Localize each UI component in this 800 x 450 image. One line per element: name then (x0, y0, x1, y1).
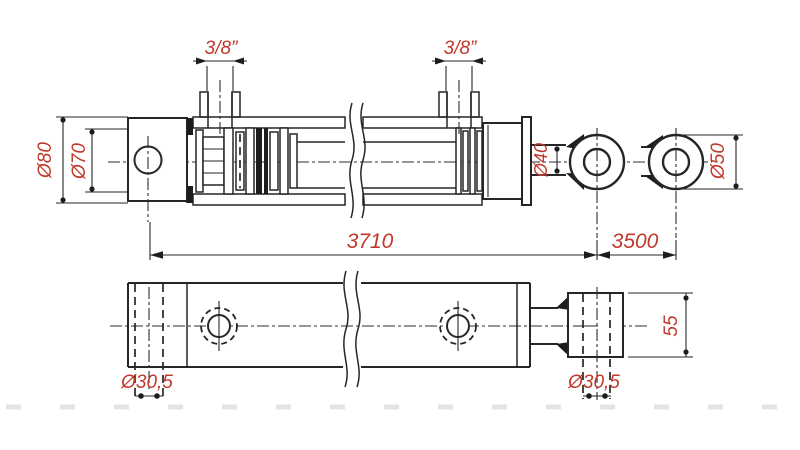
bottom-view: 55 Ø30,5 Ø30,5 (110, 270, 693, 400)
dim-label-eye-diameter: Ø50 (708, 143, 729, 180)
dim-label-pin-hole-left: Ø30,5 (120, 372, 173, 393)
seal-ring (256, 128, 262, 194)
end-cap-flange (521, 116, 532, 206)
break-line-bottom-view (343, 270, 361, 388)
dim-label-rod-diameter: Ø40 (531, 143, 551, 178)
port-left: 3/8” (193, 38, 247, 134)
top-view: Ø80 Ø70 (35, 38, 743, 238)
hidden-pin-hole-left (134, 284, 164, 398)
dim-label-port-right: 3/8” (444, 38, 478, 59)
dim-label-closed-length: 3710 (347, 230, 394, 253)
eye-extended: Ø50 (641, 128, 743, 238)
seal-ring (264, 128, 268, 194)
end-cap (482, 122, 523, 200)
port-hole-left (200, 301, 238, 351)
break-line-top-view (349, 102, 366, 219)
piston-rod: Ø40 (531, 143, 566, 178)
dim-pin-hole-right: Ø30,5 (567, 372, 620, 399)
length-dimensions: 3710 3500 (149, 222, 677, 260)
dim-label-eye-width: 55 (661, 315, 682, 337)
dim-label-pin-hole-right: Ø30,5 (567, 372, 620, 393)
rod-and-eye-block (530, 287, 624, 400)
dim-label-inner-diameter: Ø70 (69, 143, 90, 180)
dim-eye-width: 55 (628, 292, 693, 358)
dim-pin-hole-left: Ø30,5 (120, 372, 173, 399)
port-hole-right (439, 301, 477, 351)
port-right: 3/8” (432, 38, 486, 134)
dim-label-port-left: 3/8” (205, 38, 239, 59)
piston-assembly (195, 127, 456, 195)
body-outline (127, 282, 531, 368)
end-gland (455, 116, 532, 206)
rod-eye (566, 128, 626, 238)
dim-body-diameters: Ø80 Ø70 (35, 116, 128, 204)
dim-label-outer-diameter: Ø80 (35, 142, 56, 179)
dim-label-stroke: 3500 (612, 230, 659, 253)
